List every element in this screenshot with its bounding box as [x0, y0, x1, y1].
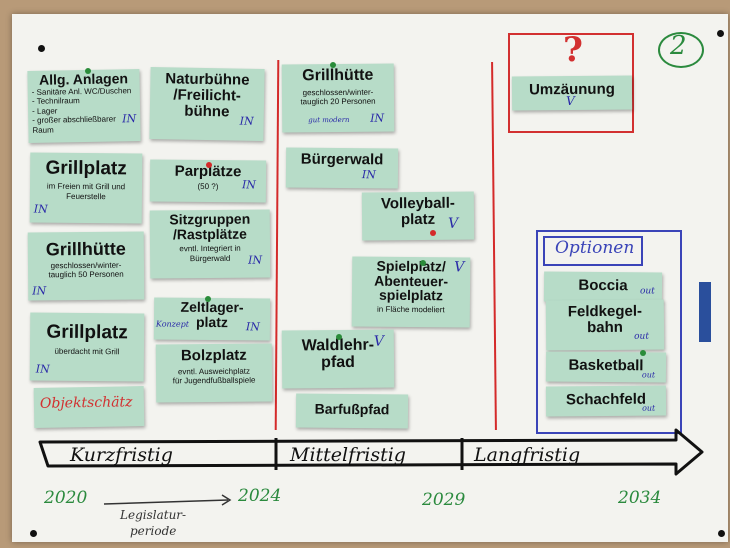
question-box: [508, 33, 634, 133]
page-number: 2: [670, 31, 687, 61]
year-label: 2020: [44, 488, 88, 508]
year-label: 2024: [238, 486, 282, 506]
pushpin: [205, 296, 211, 302]
page-number-circle: [658, 32, 704, 68]
corner-pin: [718, 530, 725, 537]
options-box: [536, 230, 682, 434]
options-title-box: [543, 236, 643, 266]
pushpin: [330, 62, 336, 68]
pushpin: [206, 162, 212, 168]
paper-brand-label: [699, 282, 711, 342]
pushpin: [85, 68, 91, 74]
legislatur-label: periode: [130, 524, 177, 538]
timeline-label-mittelfristig: Mittelfristig: [290, 444, 406, 466]
corner-pin: [30, 530, 37, 537]
legislatur-label: Legislatur-: [120, 508, 187, 522]
timeline-label-kurzfristig: Kurzfristig: [70, 444, 173, 466]
pushpin: [640, 350, 646, 356]
pushpin: [420, 260, 426, 266]
question-mark: ?: [563, 30, 583, 70]
options-title: Optionen: [555, 238, 635, 258]
pushpin: [430, 230, 436, 236]
year-label: 2034: [618, 488, 662, 508]
corner-pin: [38, 45, 45, 52]
corner-pin: [717, 30, 724, 37]
pushpin: [336, 334, 342, 340]
timeline-label-langfristig: Langfristig: [474, 444, 581, 466]
year-label: 2029: [422, 490, 466, 510]
